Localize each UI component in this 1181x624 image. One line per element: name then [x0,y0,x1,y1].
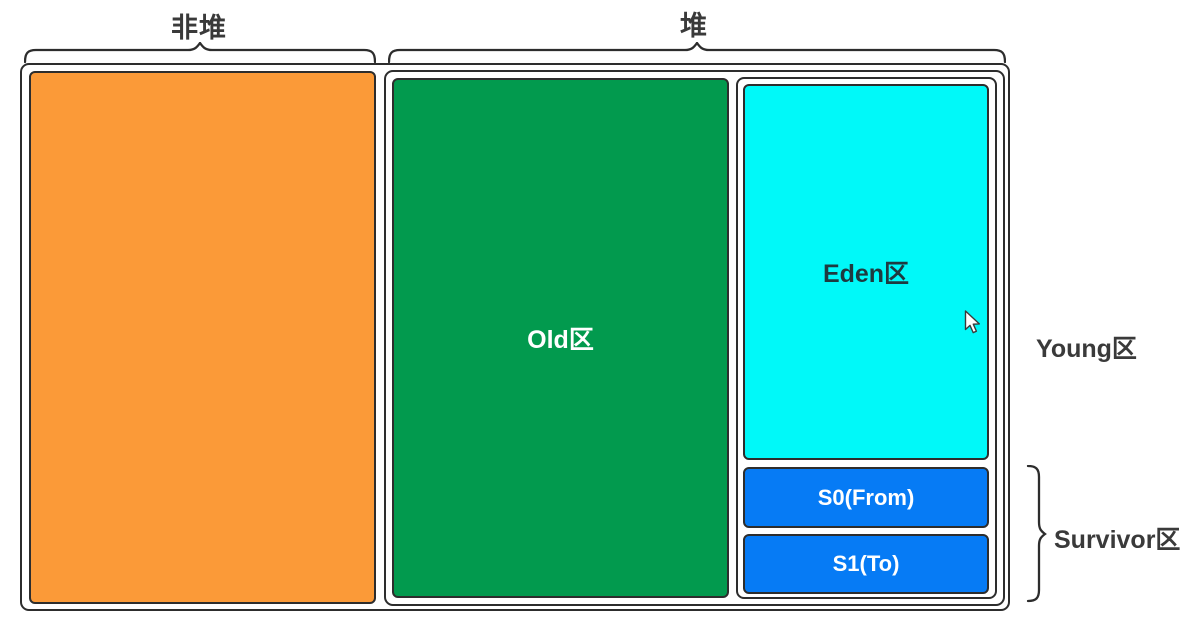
nonheap-title: 非堆 [171,13,227,43]
survivor-title: Survivor区 [1054,526,1181,554]
heap-title: 堆 [680,11,708,41]
survivor-brace [1026,465,1047,603]
heap-brace [388,42,1006,64]
nonheap-region [29,71,376,604]
eden-region: Eden区 [743,84,989,460]
survivor-s0-region: S0(From) [743,467,989,528]
mouse-cursor-icon [964,310,980,334]
old-region: Old区 [392,78,729,598]
survivor-s1-region: S1(To) [743,534,989,594]
young-title: Young区 [1036,335,1137,363]
nonheap-brace [24,42,376,64]
